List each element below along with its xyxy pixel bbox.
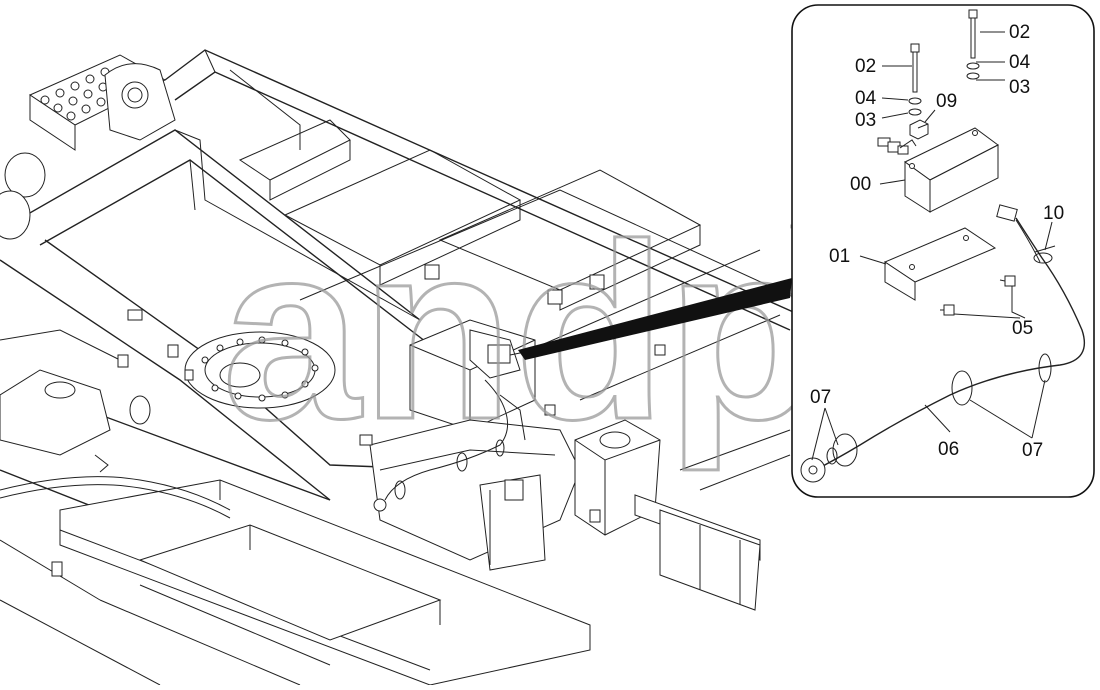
bolt-05-a (999, 275, 1016, 287)
callout-05: 05 (1012, 318, 1033, 339)
clamp-10 (1033, 252, 1053, 264)
callout-06: 06 (938, 439, 959, 460)
callout-09: 09 (936, 91, 957, 112)
callout-07-right: 07 (1022, 440, 1043, 461)
washer-04-left (908, 97, 922, 105)
clip-09 (909, 119, 929, 140)
callout-00: 00 (850, 174, 871, 195)
chassis-frame (0, 49, 801, 686)
sensor-connector (877, 137, 917, 155)
watermark-text: andp (222, 192, 819, 471)
callout-10: 10 (1043, 203, 1064, 224)
watermark: andp TM (221, 191, 840, 473)
washer-04-right (966, 62, 980, 70)
sensor-housing-00 (904, 127, 999, 213)
callout-02-left: 02 (855, 56, 876, 77)
callout-03-left: 03 (855, 110, 876, 131)
washer-03-right (966, 72, 980, 80)
detail-view: 02 02 04 04 03 03 09 00 10 01 05 07 06 0… (791, 4, 1095, 498)
small-clips (51, 264, 666, 577)
callout-03-right: 03 (1009, 77, 1030, 98)
callout-02-right: 02 (1009, 22, 1030, 43)
bolt-02-left (910, 43, 920, 93)
detail-leader (518, 278, 792, 360)
callout-07-left: 07 (810, 387, 831, 408)
bolt-05-b (940, 304, 955, 316)
mount-bracket-01 (883, 227, 997, 301)
wire-connector (996, 204, 1018, 222)
callout-01: 01 (829, 246, 850, 267)
clamp-07-right-b (951, 370, 973, 406)
swing-bolt-holes (201, 336, 319, 402)
callout-04-left: 04 (855, 88, 877, 109)
cable-06 (814, 217, 1086, 471)
bolt-02-right (968, 9, 978, 59)
washer-03-left (908, 108, 922, 116)
installed-sensor-harness (373, 379, 526, 512)
leader-lines (811, 31, 1053, 461)
clamp-07-left (832, 433, 858, 467)
callout-04-right: 04 (1009, 52, 1031, 73)
